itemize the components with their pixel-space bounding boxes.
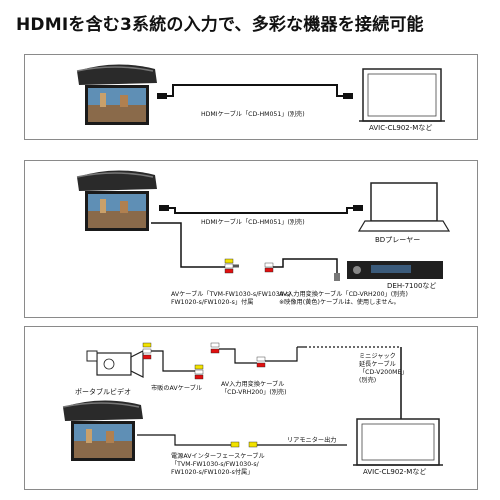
rear-monitor-output-label: リアモニター出力 <box>287 437 337 444</box>
car-stereo-icon <box>347 261 443 279</box>
device-label: AVIC-CL902-Mなど <box>363 468 427 476</box>
conversion-cable-label-line2: 「CD-VRH200」(別売) <box>221 389 287 396</box>
conversion-cable-label-line2: ※映像用(黄色)ケーブルは、使用しません。 <box>279 299 400 306</box>
power-av-interface-cable-icon <box>137 434 347 448</box>
power-cable-label-line3: FW1020-s/FW1020-s付属」 <box>171 469 254 476</box>
conversion-cable-icon <box>264 258 340 281</box>
hdmi-cable-label: HDMIケーブル「CD-HM051」(別売) <box>201 111 305 118</box>
hdmi-cable-icon <box>159 205 363 214</box>
flip-down-monitor-icon <box>62 400 143 461</box>
hdmi-connection-diagram <box>76 64 445 125</box>
portable-video-diagram <box>62 342 443 466</box>
navigation-unit-icon <box>359 68 445 122</box>
multi-input-panel: HDMIケーブル「CD-HM051」(別売) BDプレーヤー DEH-7100な… <box>24 160 478 318</box>
av-cable-icon <box>151 222 239 274</box>
hdmi-connection-panel: HDMIケーブル「CD-HM051」(別売) AVIC-CL902-Mなど <box>24 54 478 140</box>
mini-jack-label-line1: ミニジャック <box>359 353 396 360</box>
flip-down-monitor-icon <box>76 170 157 231</box>
mini-jack-label-line4: (別売) <box>359 377 377 384</box>
bd-player-label: BDプレーヤー <box>375 236 421 244</box>
portable-video-panel: ポータブルビデオ 市販のAVケーブル AV入力用変換ケーブル 「CD-VRH20… <box>24 326 478 490</box>
navigation-unit-icon <box>353 418 443 466</box>
portable-video-label: ポータブルビデオ <box>75 388 131 396</box>
hdmi-cable-icon <box>157 84 353 99</box>
page-title: HDMIを含む3系統の入力で、多彩な機器を接続可能 <box>16 15 424 35</box>
flip-down-monitor-icon <box>76 64 157 125</box>
power-cable-label-line1: 電源AVインターフェースケーブル <box>171 453 265 460</box>
mini-jack-label-line2: 延長ケーブル <box>359 361 396 368</box>
car-stereo-label: DEH-7100など <box>387 282 437 290</box>
conversion-cable-label-line1: AV入力用変換ケーブル <box>221 381 285 388</box>
conversion-cable-icon <box>210 342 298 368</box>
mini-jack-label-line3: 「CD-V200ME」 <box>359 369 408 376</box>
market-av-cable-icon <box>142 342 204 380</box>
power-cable-label-line2: 「TVM-FW1030-s/FW1030-s/ <box>171 461 259 468</box>
video-camera-icon <box>86 350 144 378</box>
market-av-cable-label: 市販のAVケーブル <box>151 385 203 392</box>
conversion-cable-label-line1: AV入力用変換ケーブル「CD-VRH200」(別売) <box>279 291 408 298</box>
av-cable-label-line2: FW1020-s/FW1020-s」付属 <box>171 299 254 306</box>
av-cable-label-line1: AVケーブル「TVM-FW1030-s/FW1030-s/ <box>171 291 292 298</box>
hdmi-cable-label: HDMIケーブル「CD-HM051」(別売) <box>201 219 305 226</box>
device-label: AVIC-CL902-Mなど <box>369 124 433 132</box>
multi-input-diagram <box>76 170 451 281</box>
laptop-icon <box>357 182 451 232</box>
